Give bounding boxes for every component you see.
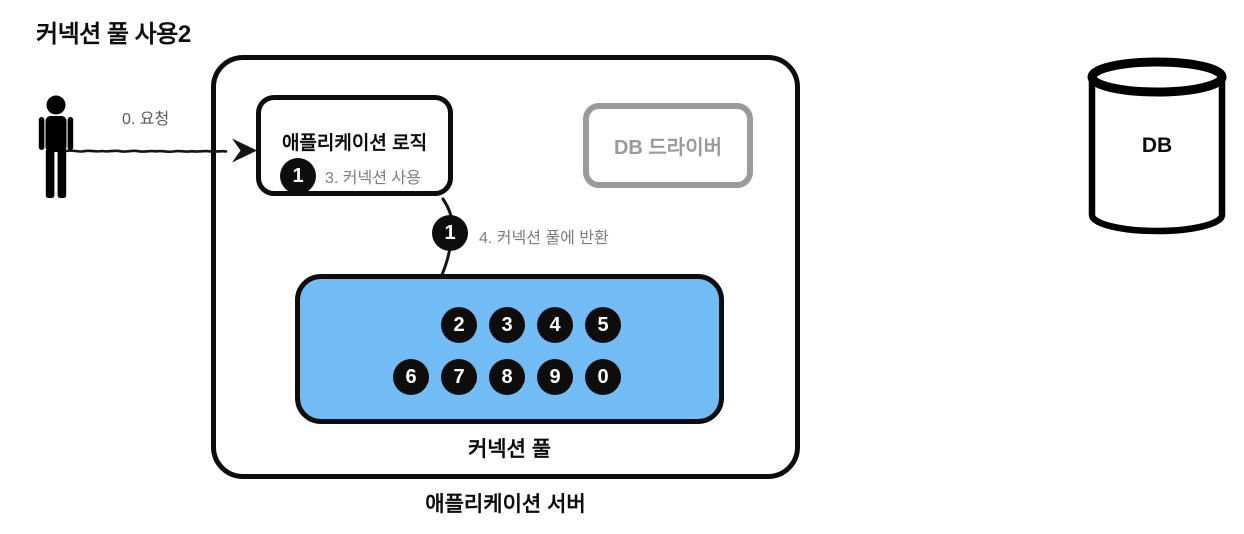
return-step-label: 4. 커넥션 풀에 반환 — [479, 230, 609, 247]
db-driver-box: DB 드라이버 — [583, 103, 753, 188]
page-title: 커넥션 풀 사용2 — [36, 21, 191, 48]
person-icon — [38, 95, 74, 198]
connection-badge: 8 — [489, 359, 525, 395]
application-server-label: 애플리케이션 서버 — [425, 493, 586, 516]
connection-badge: 2 — [441, 307, 477, 343]
request-arrow-line — [64, 149, 228, 154]
use-connection-step-label: 3. 커넥션 사용 — [325, 170, 421, 187]
connection-badge: 4 — [537, 307, 573, 343]
connection-badge: 6 — [393, 359, 429, 395]
application-logic-label: 애플리케이션 로직 — [281, 133, 428, 154]
database-label: DB — [1141, 134, 1173, 157]
request-step-label: 0. 요청 — [122, 111, 170, 128]
connection-badge: 0 — [585, 359, 621, 395]
connection-badge: 7 — [441, 359, 477, 395]
connection-badge: 9 — [537, 359, 573, 395]
connection-pool-label: 커넥션 풀 — [467, 438, 552, 461]
connection-1-badge: 1 — [280, 158, 316, 194]
connection-badge: 3 — [489, 307, 525, 343]
returning-connection-badge: 1 — [432, 215, 468, 251]
connection-badge: 5 — [585, 307, 621, 343]
db-driver-label: DB 드라이버 — [613, 137, 723, 159]
database-cylinder-icon — [1087, 57, 1227, 235]
